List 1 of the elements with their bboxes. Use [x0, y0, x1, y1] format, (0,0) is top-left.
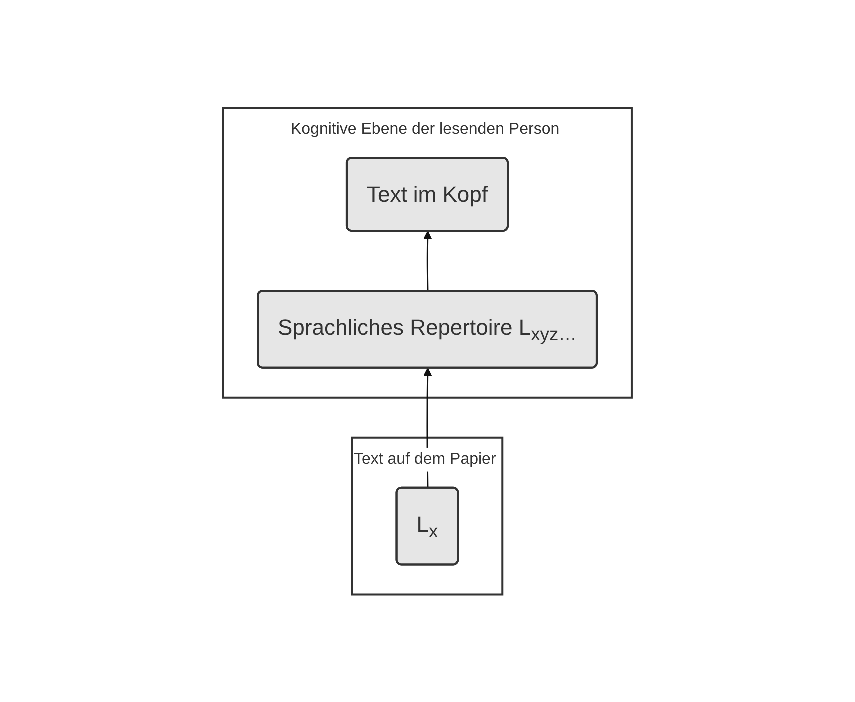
- arrow: [423, 230, 432, 292]
